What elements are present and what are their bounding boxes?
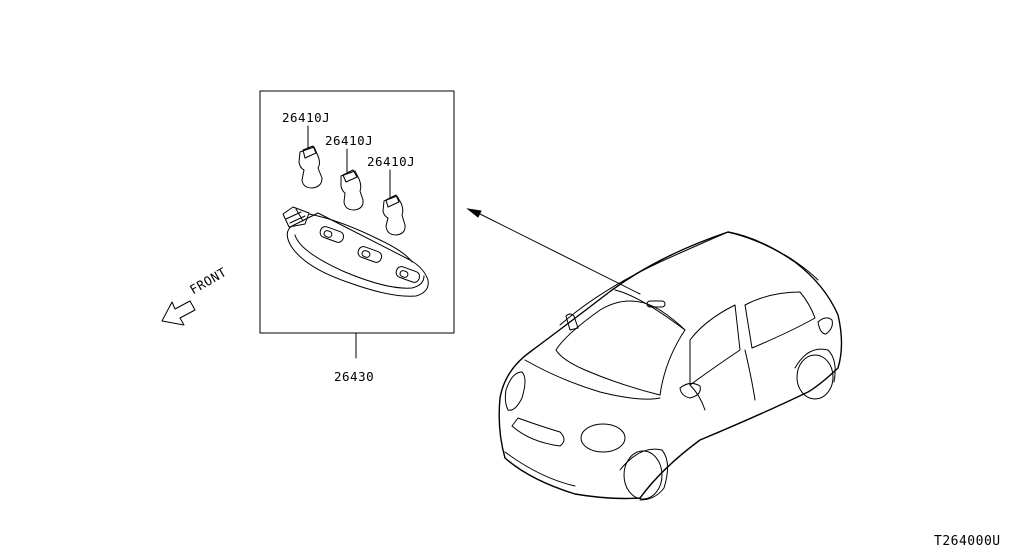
part-number-bulb-3: 26410J (367, 154, 416, 169)
parts-inset-frame (259, 90, 455, 334)
figure-code: T264000U (934, 534, 1001, 549)
bulb-icon-3 (382, 169, 406, 236)
bulb-icon-1 (298, 125, 323, 189)
part-number-room-lamp: 26430 (334, 369, 375, 384)
room-lamp-assembly-icon (282, 206, 429, 297)
part-number-bulb-1: 26410J (282, 110, 331, 125)
front-direction-arrow-icon (161, 300, 196, 326)
car-outline-icon (498, 231, 843, 501)
part-number-bulb-2: 26410J (325, 133, 374, 148)
bulb-icon-2 (340, 148, 364, 211)
location-pointer-line (466, 208, 641, 295)
